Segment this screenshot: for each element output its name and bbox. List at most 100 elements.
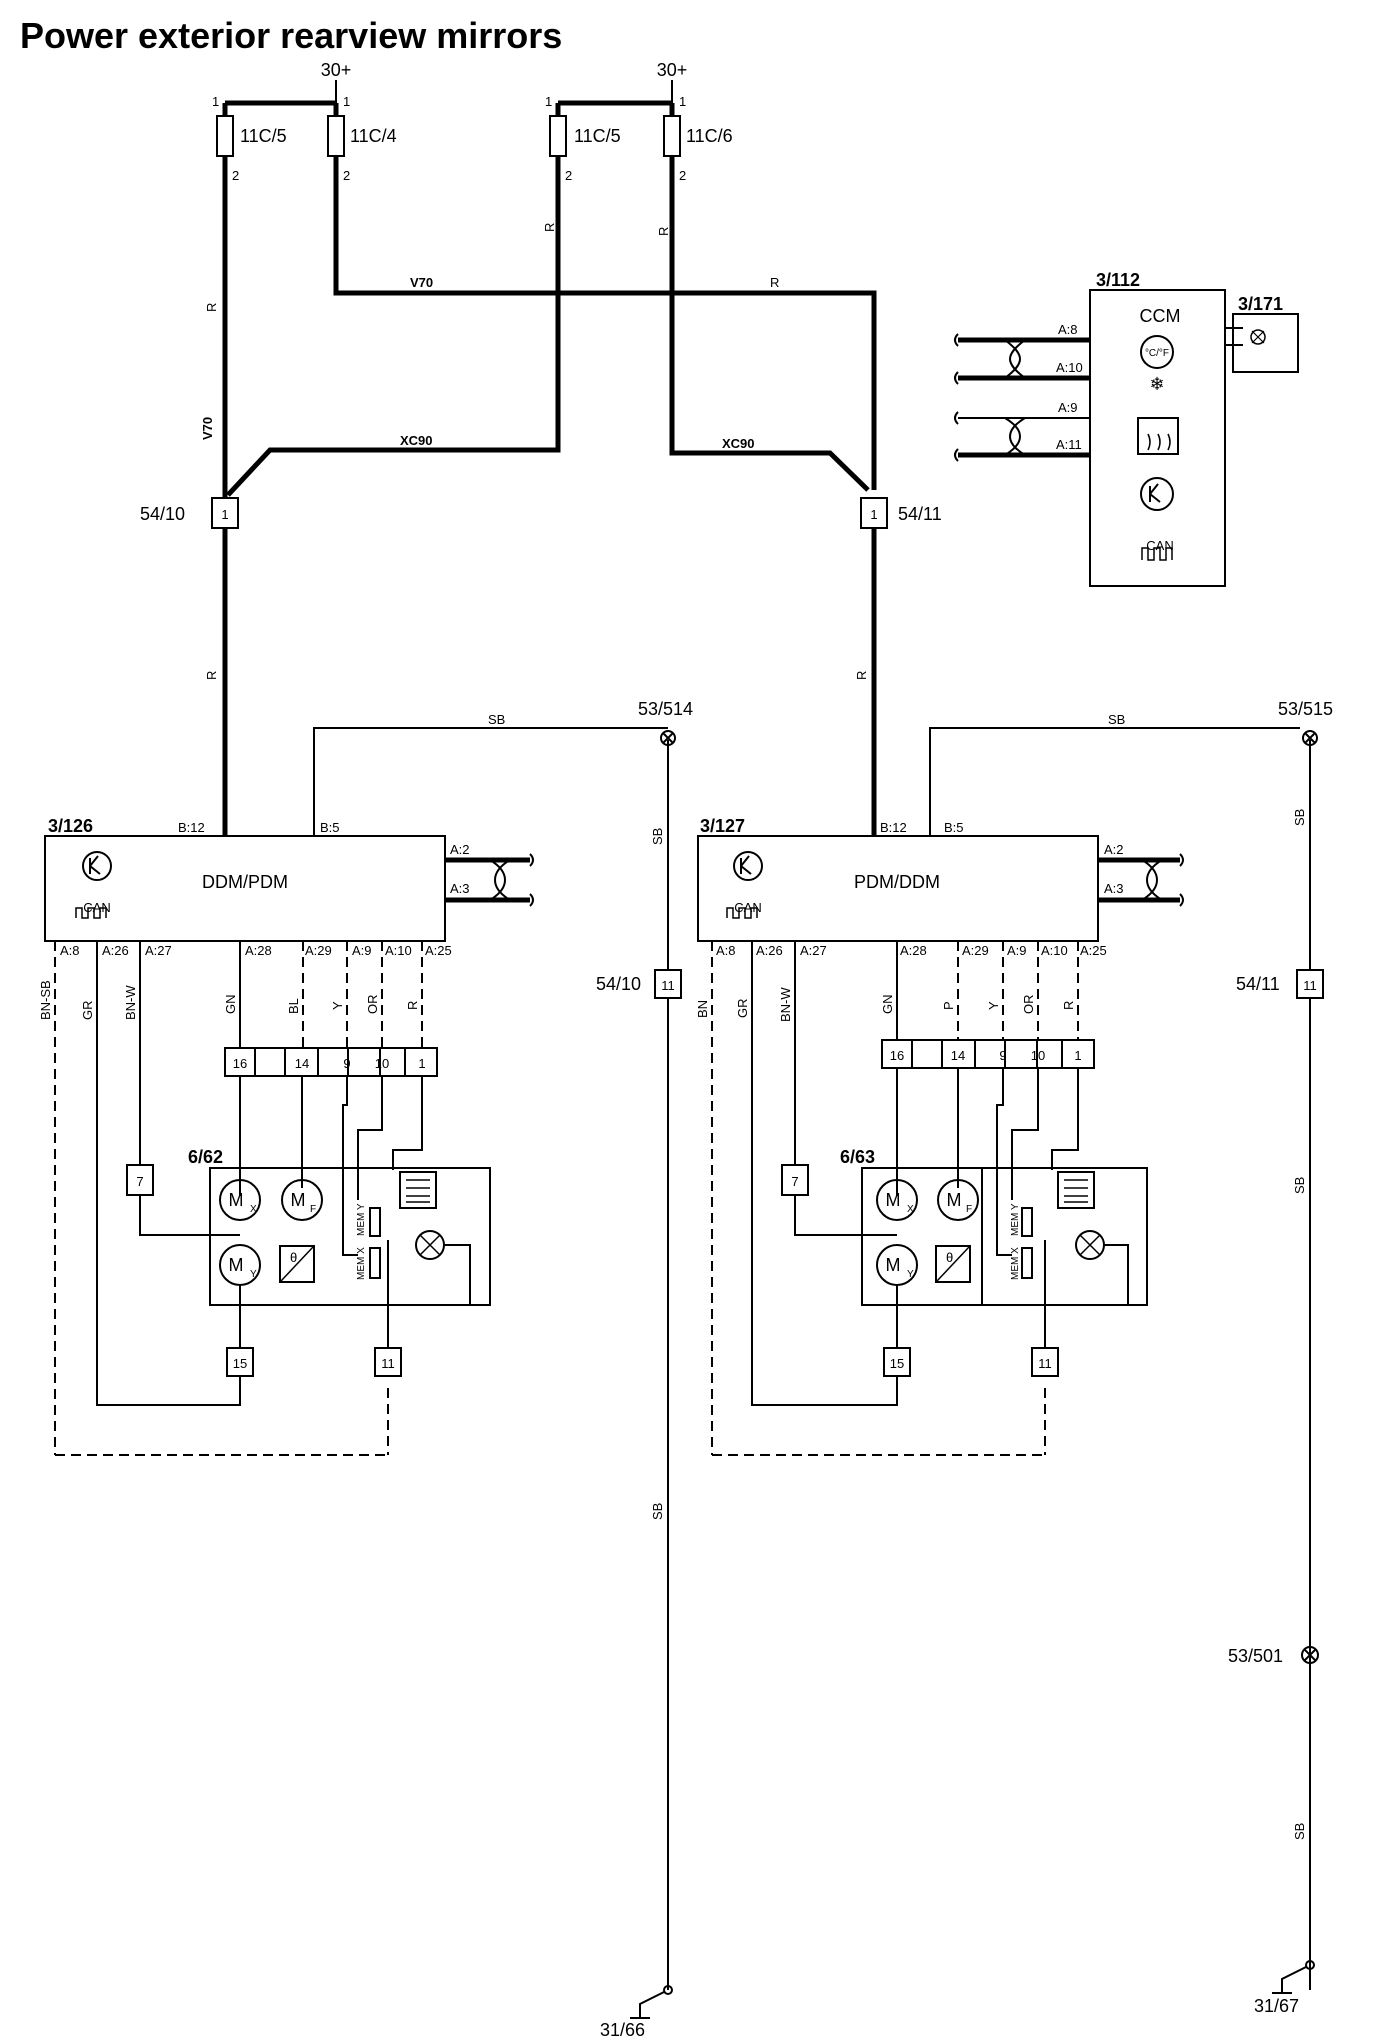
terminal-label: 16	[890, 1048, 904, 1063]
module-pin: A:2	[1104, 842, 1124, 857]
motor-f-sub: F	[966, 1204, 972, 1215]
wire-label-xc90: XC90	[400, 433, 433, 448]
connector-pin: 15	[890, 1356, 904, 1371]
fuse-pin-label: 2	[232, 168, 239, 183]
module-pin: A:29	[962, 943, 989, 958]
sensor-label: θ	[290, 1250, 297, 1265]
mem-x-label: MEM X	[1010, 1247, 1021, 1280]
module-pin: A:9	[352, 943, 372, 958]
ccm-module	[954, 289, 1299, 587]
motor-y-sub: Y	[907, 1269, 914, 1280]
wire-label-bn-sb: BN-SB	[38, 980, 53, 1020]
wire-label-r: R	[204, 671, 219, 680]
feed-wires	[222, 172, 877, 835]
motor-f-label: M	[291, 1190, 306, 1210]
fuse-pin-label: 1	[679, 94, 686, 109]
connector-pin: 11	[1303, 978, 1317, 993]
right-mirror	[861, 1068, 1148, 1377]
terminal-label: 16	[233, 1056, 247, 1071]
module-id: 3/127	[700, 816, 745, 836]
motor-x-sub: X	[250, 1204, 257, 1215]
connector-label: 54/11	[898, 504, 942, 524]
mirror-id: 6/62	[188, 1147, 223, 1167]
module-pin: A:27	[145, 943, 172, 958]
module-pin: A:2	[450, 842, 470, 857]
module-pin: A:3	[450, 881, 470, 896]
module-name: DDM/PDM	[202, 872, 288, 892]
terminal-label: 1	[418, 1056, 425, 1071]
terminal-label: 14	[295, 1056, 309, 1071]
connector-box	[860, 497, 888, 529]
terminal-label: 1	[1074, 1048, 1081, 1063]
module-pin: A:26	[756, 943, 783, 958]
wire-label-r: R	[770, 275, 779, 290]
module-pin: A:28	[900, 943, 927, 958]
ccm-id: 3/112	[1096, 270, 1140, 290]
fuse-label: 11C/5	[240, 126, 287, 146]
fan-icon: ❄	[1149, 374, 1164, 394]
sensor-label: θ	[946, 1250, 953, 1265]
wire-label-r: R	[405, 1001, 420, 1010]
wire-label-y: Y	[330, 1001, 345, 1010]
wire-label-bl: BL	[286, 998, 301, 1014]
ccm-pin: A:9	[1058, 400, 1078, 415]
connector-box	[654, 969, 682, 999]
wire-label-gr: GR	[735, 999, 750, 1019]
connector-pin: 7	[136, 1174, 143, 1189]
wire-label-bn-w: BN-W	[123, 985, 138, 1020]
ground-label: 31/66	[600, 2020, 645, 2040]
module-pin: A:28	[245, 943, 272, 958]
fuse-pin-label: 2	[679, 168, 686, 183]
fuse-pin-label: 2	[343, 168, 350, 183]
module-name: PDM/DDM	[854, 872, 940, 892]
connector-pin: 11	[1038, 1356, 1052, 1371]
wire-label-gn: GN	[223, 995, 238, 1015]
wire-label-or: OR	[365, 995, 380, 1015]
connector-label: 54/11	[1236, 974, 1280, 994]
fuse-label: 11C/6	[686, 126, 733, 146]
mem-y-label: MEM Y	[1010, 1203, 1021, 1236]
wire-label-r: R	[1061, 1001, 1076, 1010]
module-pin: A:3	[1104, 881, 1124, 896]
wire-label-r: R	[854, 671, 869, 680]
motor-y-sub: Y	[250, 1269, 257, 1280]
motor-x-label: M	[229, 1190, 244, 1210]
module-pin: A:29	[305, 943, 332, 958]
fuse-pin-label: 2	[565, 168, 572, 183]
wire-label-v70: V70	[410, 275, 433, 290]
motor-y-label: M	[229, 1255, 244, 1275]
ccm-name: CCM	[1140, 306, 1181, 326]
connector-label: 54/10	[140, 504, 185, 524]
wire-label-r: R	[204, 303, 219, 312]
temp-icon: °C/°F	[1145, 348, 1169, 359]
module-pin: A:25	[425, 943, 452, 958]
wire-label-sb: SB	[1292, 809, 1307, 826]
can-label: CAN	[1146, 538, 1173, 553]
wire-label-sb: SB	[650, 1503, 665, 1520]
fuse-label: 11C/5	[574, 126, 621, 146]
supply-section	[216, 80, 681, 172]
terminal-label: 10	[375, 1056, 389, 1071]
supply-label-right: 30+	[657, 60, 688, 80]
motor-f-sub: F	[310, 1204, 316, 1215]
can-label: CAN	[83, 900, 110, 915]
wire-label-sb: SB	[488, 712, 505, 727]
wire-label-v70: V70	[200, 417, 215, 440]
wire-label-bn-w: BN-W	[778, 987, 793, 1022]
wire-label-sb: SB	[1292, 1823, 1307, 1840]
terminal-label: 9	[999, 1048, 1006, 1063]
module-pin: B:5	[320, 820, 340, 835]
left-mirror	[209, 1076, 491, 1377]
wire-label-y: Y	[986, 1001, 1001, 1010]
module-pin: A:27	[800, 943, 827, 958]
wire-label-gn: GN	[880, 995, 895, 1015]
ground-wires	[313, 727, 1319, 2019]
fuse-pin-label: 1	[212, 94, 219, 109]
connector-pin: 11	[661, 978, 675, 993]
module-pin: A:8	[60, 943, 80, 958]
module-pin: A:26	[102, 943, 129, 958]
ccm-pin: A:11	[1056, 437, 1082, 452]
connector-pin: 15	[233, 1356, 247, 1371]
right-module	[697, 835, 1184, 1456]
